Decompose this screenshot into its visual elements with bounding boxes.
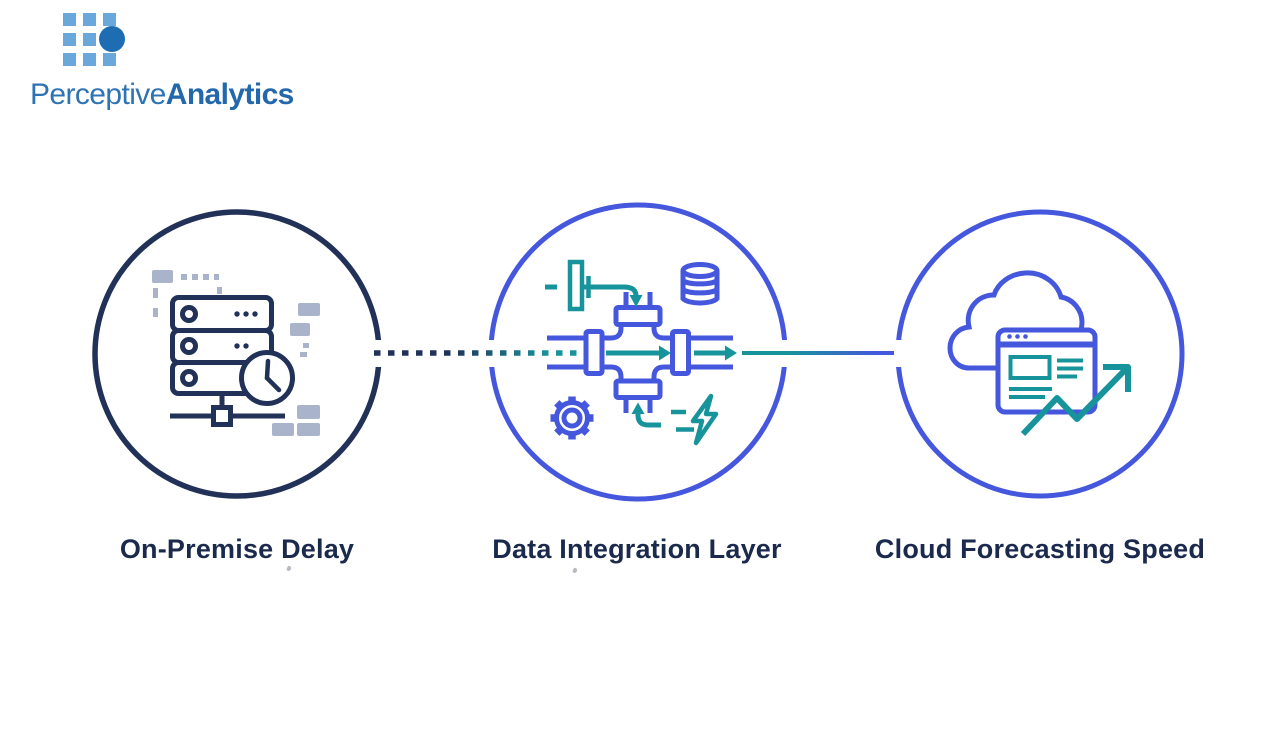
- brand-name-bold: Analytics: [165, 78, 295, 111]
- database-icon: [680, 262, 720, 306]
- cloud-icon: [947, 270, 1085, 371]
- brand-name: PerceptiveAnalytics: [30, 78, 294, 112]
- lightning-bolt-icon: [671, 393, 719, 446]
- inlet-valve-icon: [545, 259, 643, 312]
- pipeline-junction-icon: [547, 292, 733, 413]
- data-blocks-icon: [152, 270, 320, 436]
- brand-logo: PerceptiveAnalytics: [30, 13, 294, 112]
- clock-icon: [239, 350, 295, 406]
- browser-window-icon: [995, 327, 1098, 415]
- flow-arrow-icon: [606, 345, 737, 361]
- node-label-integration: Data Integration Layer: [492, 534, 782, 564]
- return-arrow-icon: [631, 402, 661, 428]
- node-label-on-premise: On-Premise Delay: [119, 534, 355, 564]
- node-label-cloud: Cloud Forecasting Speed: [874, 534, 1206, 564]
- network-switch-node: [211, 405, 233, 427]
- gear-icon: [550, 396, 594, 440]
- logo-grid-mark: [63, 13, 135, 76]
- trend-up-arrow-icon: [1020, 364, 1131, 437]
- logo-dot-icon: [99, 26, 125, 52]
- brand-name-regular: Perceptive: [30, 78, 166, 111]
